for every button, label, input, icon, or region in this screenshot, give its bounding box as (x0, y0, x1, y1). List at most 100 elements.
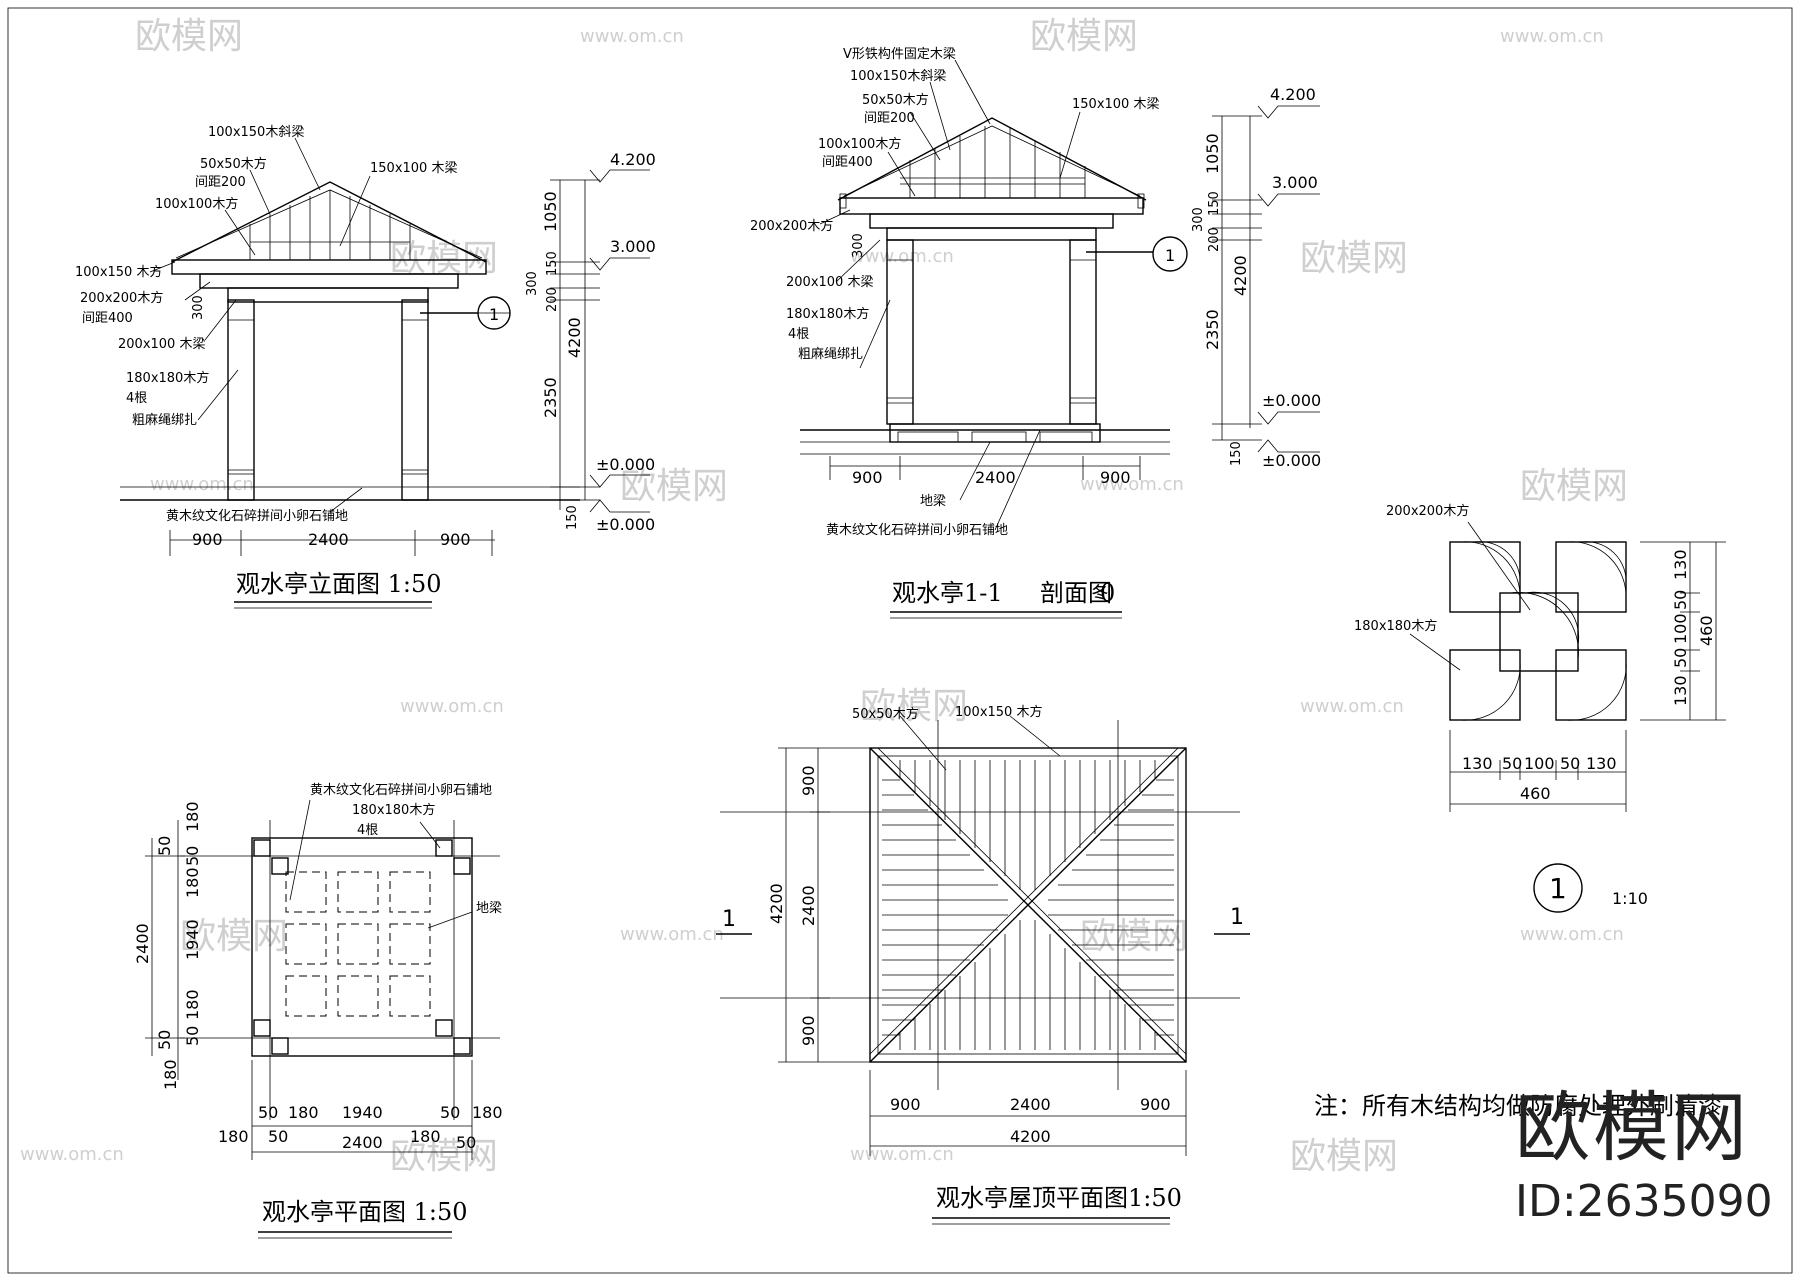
dimension: 900 (852, 468, 883, 487)
drawing-title: 观水亭1-1 (892, 579, 1003, 607)
timber-180 (1449, 649, 1521, 721)
dimension: 2400 (799, 885, 818, 926)
label: 地梁 (920, 494, 946, 509)
level-mark: ±0.000 (1262, 451, 1321, 470)
label: 100x150木斜梁 (850, 69, 946, 84)
label: 100x100木方 (818, 136, 901, 152)
dimension: 50 (1671, 648, 1690, 668)
level-mark: 3.000 (610, 237, 656, 256)
section-mark: 1 (489, 305, 499, 324)
dimension: 50 (183, 1026, 202, 1046)
dimension: 460 (1697, 615, 1716, 646)
roof-outline (869, 747, 1187, 1063)
watermark: www.om.cn (150, 474, 254, 495)
dimension: 2350 (541, 377, 560, 418)
dimension: 1050 (541, 191, 560, 232)
dimension: 4200 (565, 317, 584, 358)
label: 100x150 木方 (955, 704, 1042, 720)
dimension: 180 (218, 1127, 249, 1146)
dimension: 4200 (1231, 255, 1250, 296)
eave (171, 259, 487, 275)
dimension: 2400 (133, 923, 152, 964)
dimension: 50 (1671, 590, 1690, 610)
label: 200x200木方 (80, 290, 163, 306)
level-mark: ±0.000 (596, 515, 655, 534)
label: 间距200 (195, 175, 246, 190)
ground-beam (889, 423, 1101, 443)
label: 100x150木斜梁 (208, 125, 304, 140)
label: 50x50木方 (852, 706, 919, 722)
dimension: 50 (258, 1103, 278, 1122)
dimension: 900 (440, 530, 471, 549)
label: 间距400 (822, 155, 873, 170)
dimension: 300 (191, 295, 206, 320)
brand-name: 欧模网 (1515, 1083, 1749, 1172)
label: 间距400 (82, 311, 133, 326)
detail-scale: 1:10 (1612, 889, 1648, 908)
dimension: 200 (545, 287, 560, 312)
watermark: 欧模网 (860, 686, 968, 727)
dimension: 2400 (975, 468, 1016, 487)
dimension: 2400 (1010, 1095, 1051, 1114)
watermark: www.om.cn (1520, 924, 1624, 945)
label: V形铁构件固定木梁 (843, 47, 956, 62)
watermark: www.om.cn (400, 696, 504, 717)
elevation-drawing: 1 100x150木斜梁 50x50木方 间距200 150x100 木梁 10… (75, 125, 656, 609)
roof-planks (882, 760, 1174, 1050)
watermark: 欧模网 (1080, 916, 1188, 957)
dimension: 900 (1140, 1095, 1171, 1114)
dimension: 900 (890, 1095, 921, 1114)
label: 间距200 (864, 111, 915, 126)
dimension: 100 (1671, 613, 1690, 644)
dimension: 4200 (1010, 1127, 1051, 1146)
column (1069, 239, 1097, 425)
dimension: 460 (1520, 784, 1551, 803)
label: 180x180木方 (1354, 618, 1437, 634)
dimension: 50 (155, 1030, 174, 1050)
label: 4根 (126, 391, 147, 406)
dimension: 100 (1524, 754, 1555, 773)
dimension: 300 (525, 271, 540, 296)
level-mark: 4.200 (610, 150, 656, 169)
watermark: 欧模网 (390, 238, 498, 279)
dimension: 4200 (767, 883, 786, 924)
dimension: 50 (155, 836, 174, 856)
column (227, 299, 255, 501)
label: 黄木纹文化石碎拼间小卵石铺地 (310, 783, 492, 798)
level-mark: ±0.000 (1262, 391, 1321, 410)
dimension: 50 (183, 846, 202, 866)
dimension: 1050 (1203, 133, 1222, 174)
detail-number: 1 (1549, 872, 1567, 905)
watermark: www.om.cn (1300, 696, 1404, 717)
dimension: 900 (799, 765, 818, 796)
label: 150x100 木梁 (1072, 97, 1159, 112)
dimension: 2350 (1203, 309, 1222, 350)
label: 黄木纹文化石碎拼间小卵石铺地 (826, 523, 1008, 538)
beam (227, 287, 429, 303)
label: 地梁 (476, 901, 502, 916)
roof-outline (171, 181, 487, 263)
dimension: 2400 (308, 530, 349, 549)
dimension: 180 (161, 1059, 180, 1090)
watermark: 欧模网 (1300, 238, 1408, 279)
watermark: 欧模网 (1030, 16, 1138, 57)
dimension: 50 (268, 1127, 288, 1146)
label: 200x200木方 (1386, 503, 1469, 519)
watermark: www.om.cn (620, 924, 724, 945)
plan-drawing: 黄木纹文化石碎拼间小卵石铺地 180x180木方 4根 地梁 180 50 50… (133, 783, 503, 1239)
drawing-title: 观水亭平面图 1:50 (262, 1198, 468, 1226)
label: 50x50木方 (200, 156, 267, 172)
section-drawing: 1 V形铁构件固定木梁 100x150木斜梁 50x50木方 间距200 100… (750, 47, 1321, 619)
label: 100x150 木方 (75, 264, 162, 280)
dimension: 130 (1671, 675, 1690, 706)
dimension: 130 (1586, 754, 1617, 773)
dimension: 150 (1207, 191, 1222, 216)
label: 200x100 木梁 (786, 275, 873, 290)
dimension: 50 (456, 1133, 476, 1152)
dimension: 900 (799, 1015, 818, 1046)
label: 180x180木方 (352, 802, 435, 818)
drawing-title: 观水亭屋顶平面图1:50 (936, 1184, 1182, 1212)
dimension: 180 (410, 1127, 441, 1146)
label: 200x100 木梁 (118, 337, 205, 352)
dimension: 50 (440, 1103, 460, 1122)
